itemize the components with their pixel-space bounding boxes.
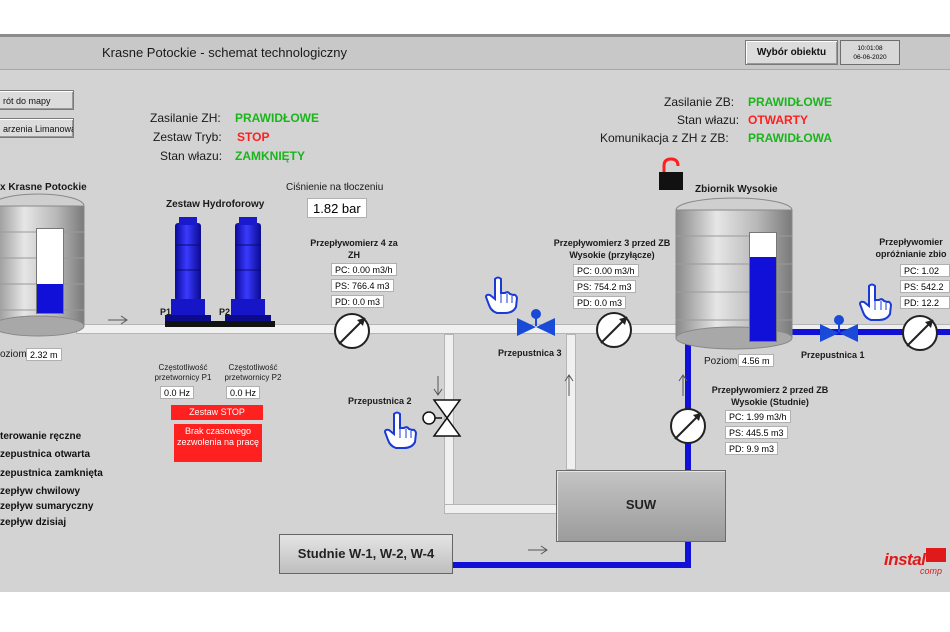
flowmeter3-gauge-icon[interactable] <box>594 310 634 350</box>
wells-label: Studnie W-1, W-2, W-4 <box>297 546 435 561</box>
flow-arrow-down-icon <box>433 376 443 396</box>
wells-button[interactable]: Studnie W-1, W-2, W-4 <box>279 534 453 574</box>
flowmeter2-pd: PD: 9.9 m3 <box>725 442 779 455</box>
flowmeter3-pc: PC: 0.00 m3/h <box>573 264 639 277</box>
zh-power-label: Zasilanie ZH: <box>150 111 221 125</box>
zb-comm-value: PRAWIDŁOWA <box>748 131 832 145</box>
flowmeter2-pc: PC: 1.99 m3/h <box>725 410 791 423</box>
flowmeter1-gauge-icon[interactable] <box>900 313 940 353</box>
logo-text: instal <box>884 550 926 569</box>
freq-p1-label: Częstotliwość przetwornicy P1 <box>154 363 212 382</box>
flowmeter1-title: Przepływomier opróżnianie zbio <box>875 237 947 259</box>
pressure-label: Ciśnienie na tłoczeniu <box>286 182 384 193</box>
manual-hand-icon[interactable] <box>857 282 893 322</box>
left-tank-level-bar <box>36 228 64 314</box>
right-tank-level-value: 4.56 m <box>738 354 774 367</box>
back-to-map-button[interactable]: rót do mapy <box>0 90 74 110</box>
manual-hand-icon[interactable] <box>483 275 519 315</box>
zh-hatch-label: Stan włazu: <box>160 149 223 163</box>
valve3-icon[interactable] <box>515 308 557 344</box>
clock-date: 06-06-2020 <box>853 54 887 61</box>
valve1-label: Przepustnica 1 <box>801 350 865 360</box>
flowmeter4-pc: PC: 0.00 m3/h <box>331 263 397 276</box>
pump-permission-alarm: Brak czasowego zezwolenia na pracę <box>174 424 262 462</box>
flow-arrow-up-icon <box>678 374 688 396</box>
limanowa-button[interactable]: arzenia Limanowa <box>0 118 74 138</box>
valve3-label: Przepustnica 3 <box>498 348 562 358</box>
legend-item: zepustnica zamknięta <box>0 468 103 479</box>
flowmeter3-ps: PS: 754.2 m3 <box>573 280 636 293</box>
manual-hand-icon[interactable] <box>382 410 418 450</box>
hydro-title: Zestaw Hydroforowy <box>166 199 265 210</box>
flow-arrow-icon <box>108 315 128 325</box>
zh-hatch-value: ZAMKNIĘTY <box>235 149 305 163</box>
top-border <box>0 34 950 37</box>
pipe-to-suw <box>444 504 558 514</box>
page-title: Krasne Potockie - schemat technologiczny <box>102 45 347 60</box>
left-tank-level-label: oziom <box>0 349 27 360</box>
pump-set-stop-badge: Zestaw STOP <box>171 405 263 420</box>
legend-item: zepustnica otwarta <box>0 449 91 460</box>
blue-pipe-vertical <box>685 330 691 568</box>
flowmeter3-title: Przepływomierz 3 przed ZB Wysokie (przył… <box>553 238 671 260</box>
clock-time: 10:01:08 <box>857 45 883 52</box>
pump-p2-label: P2 <box>219 307 231 317</box>
legend-item: zepływ sumaryczny <box>0 501 94 512</box>
flowmeter4-title: Przepływomierz 4 za ZH <box>310 238 398 260</box>
flowmeter2-gauge-icon[interactable] <box>668 406 708 446</box>
object-select-button[interactable]: Wybór obiektu <box>745 40 838 65</box>
blue-pipe-right <box>786 329 950 335</box>
flowmeter3-pd: PD: 0.0 m3 <box>573 296 627 309</box>
zb-hatch-value: OTWARTY <box>748 113 808 127</box>
blue-pipe-wells <box>452 562 691 568</box>
freq-p2-label: Częstotliwość przetwornicy P2 <box>224 363 282 382</box>
pipe-suw-up <box>566 334 576 470</box>
flowmeter2-ps: PS: 445.5 m3 <box>725 426 788 439</box>
clock-display: 10:01:08 06-06-2020 <box>840 40 900 65</box>
freq-p2-value: 0.0 Hz <box>226 386 261 399</box>
legend-item: zepływ chwilowy <box>0 486 81 497</box>
flow-arrow-icon <box>528 545 548 555</box>
flow-arrow-up-icon <box>564 374 574 396</box>
right-tank-level-fill <box>750 256 776 341</box>
legend-item: zepływ dzisiaj <box>0 517 67 528</box>
zb-comm-label: Komunikacja z ZH z ZB: <box>600 131 729 145</box>
company-logo: instal comp <box>880 548 950 578</box>
right-tank-level-bar <box>749 232 777 342</box>
pump-p1-label: P1 <box>160 307 172 317</box>
right-tank <box>675 197 793 350</box>
valve2-label: Przepustnica 2 <box>348 396 412 406</box>
valve1-icon[interactable] <box>818 314 860 350</box>
zh-mode-label: Zestaw Tryb: <box>153 130 222 144</box>
left-tank-level-value: 2.32 m <box>26 348 62 361</box>
hatch-open-lock-icon <box>659 157 683 190</box>
flowmeter4-pd: PD: 0.0 m3 <box>331 295 385 308</box>
logo-subtext: comp <box>920 566 943 576</box>
flowmeter1-pc: PC: 1.02 <box>900 264 950 277</box>
flowmeter1-pd: PD: 12.2 <box>900 296 950 309</box>
flowmeter2-title: Przepływomierz 2 przed ZB Wysokie (Studn… <box>711 385 829 407</box>
valve2-icon[interactable] <box>422 398 462 438</box>
flowmeter4-ps: PS: 766.4 m3 <box>331 279 394 292</box>
zb-power-value: PRAWIDŁOWE <box>748 95 832 109</box>
right-tank-label: Zbiornik Wysokie <box>695 184 778 195</box>
left-tank-label: x Krasne Potockie <box>0 182 87 193</box>
right-tank-level-label: Poziom <box>704 356 738 367</box>
left-tank-level-fill <box>37 283 63 313</box>
freq-p1-value: 0.0 Hz <box>160 386 195 399</box>
zh-power-value: PRAWIDŁOWE <box>235 111 319 125</box>
pressure-value: 1.82 bar <box>307 198 367 218</box>
flowmeter4-gauge-icon[interactable] <box>332 311 372 351</box>
logo-mark <box>926 548 946 562</box>
legend-item: terowanie ręczne <box>0 431 82 442</box>
suw-station[interactable]: SUW <box>556 470 726 542</box>
zb-power-label: Zasilanie ZB: <box>664 95 735 109</box>
suw-label: SUW <box>625 497 657 512</box>
zh-mode-value: STOP <box>237 130 270 144</box>
flowmeter1-ps: PS: 542.2 <box>900 280 950 293</box>
zb-hatch-label: Stan włazu: <box>677 113 740 127</box>
pump-set-icon <box>165 217 275 327</box>
